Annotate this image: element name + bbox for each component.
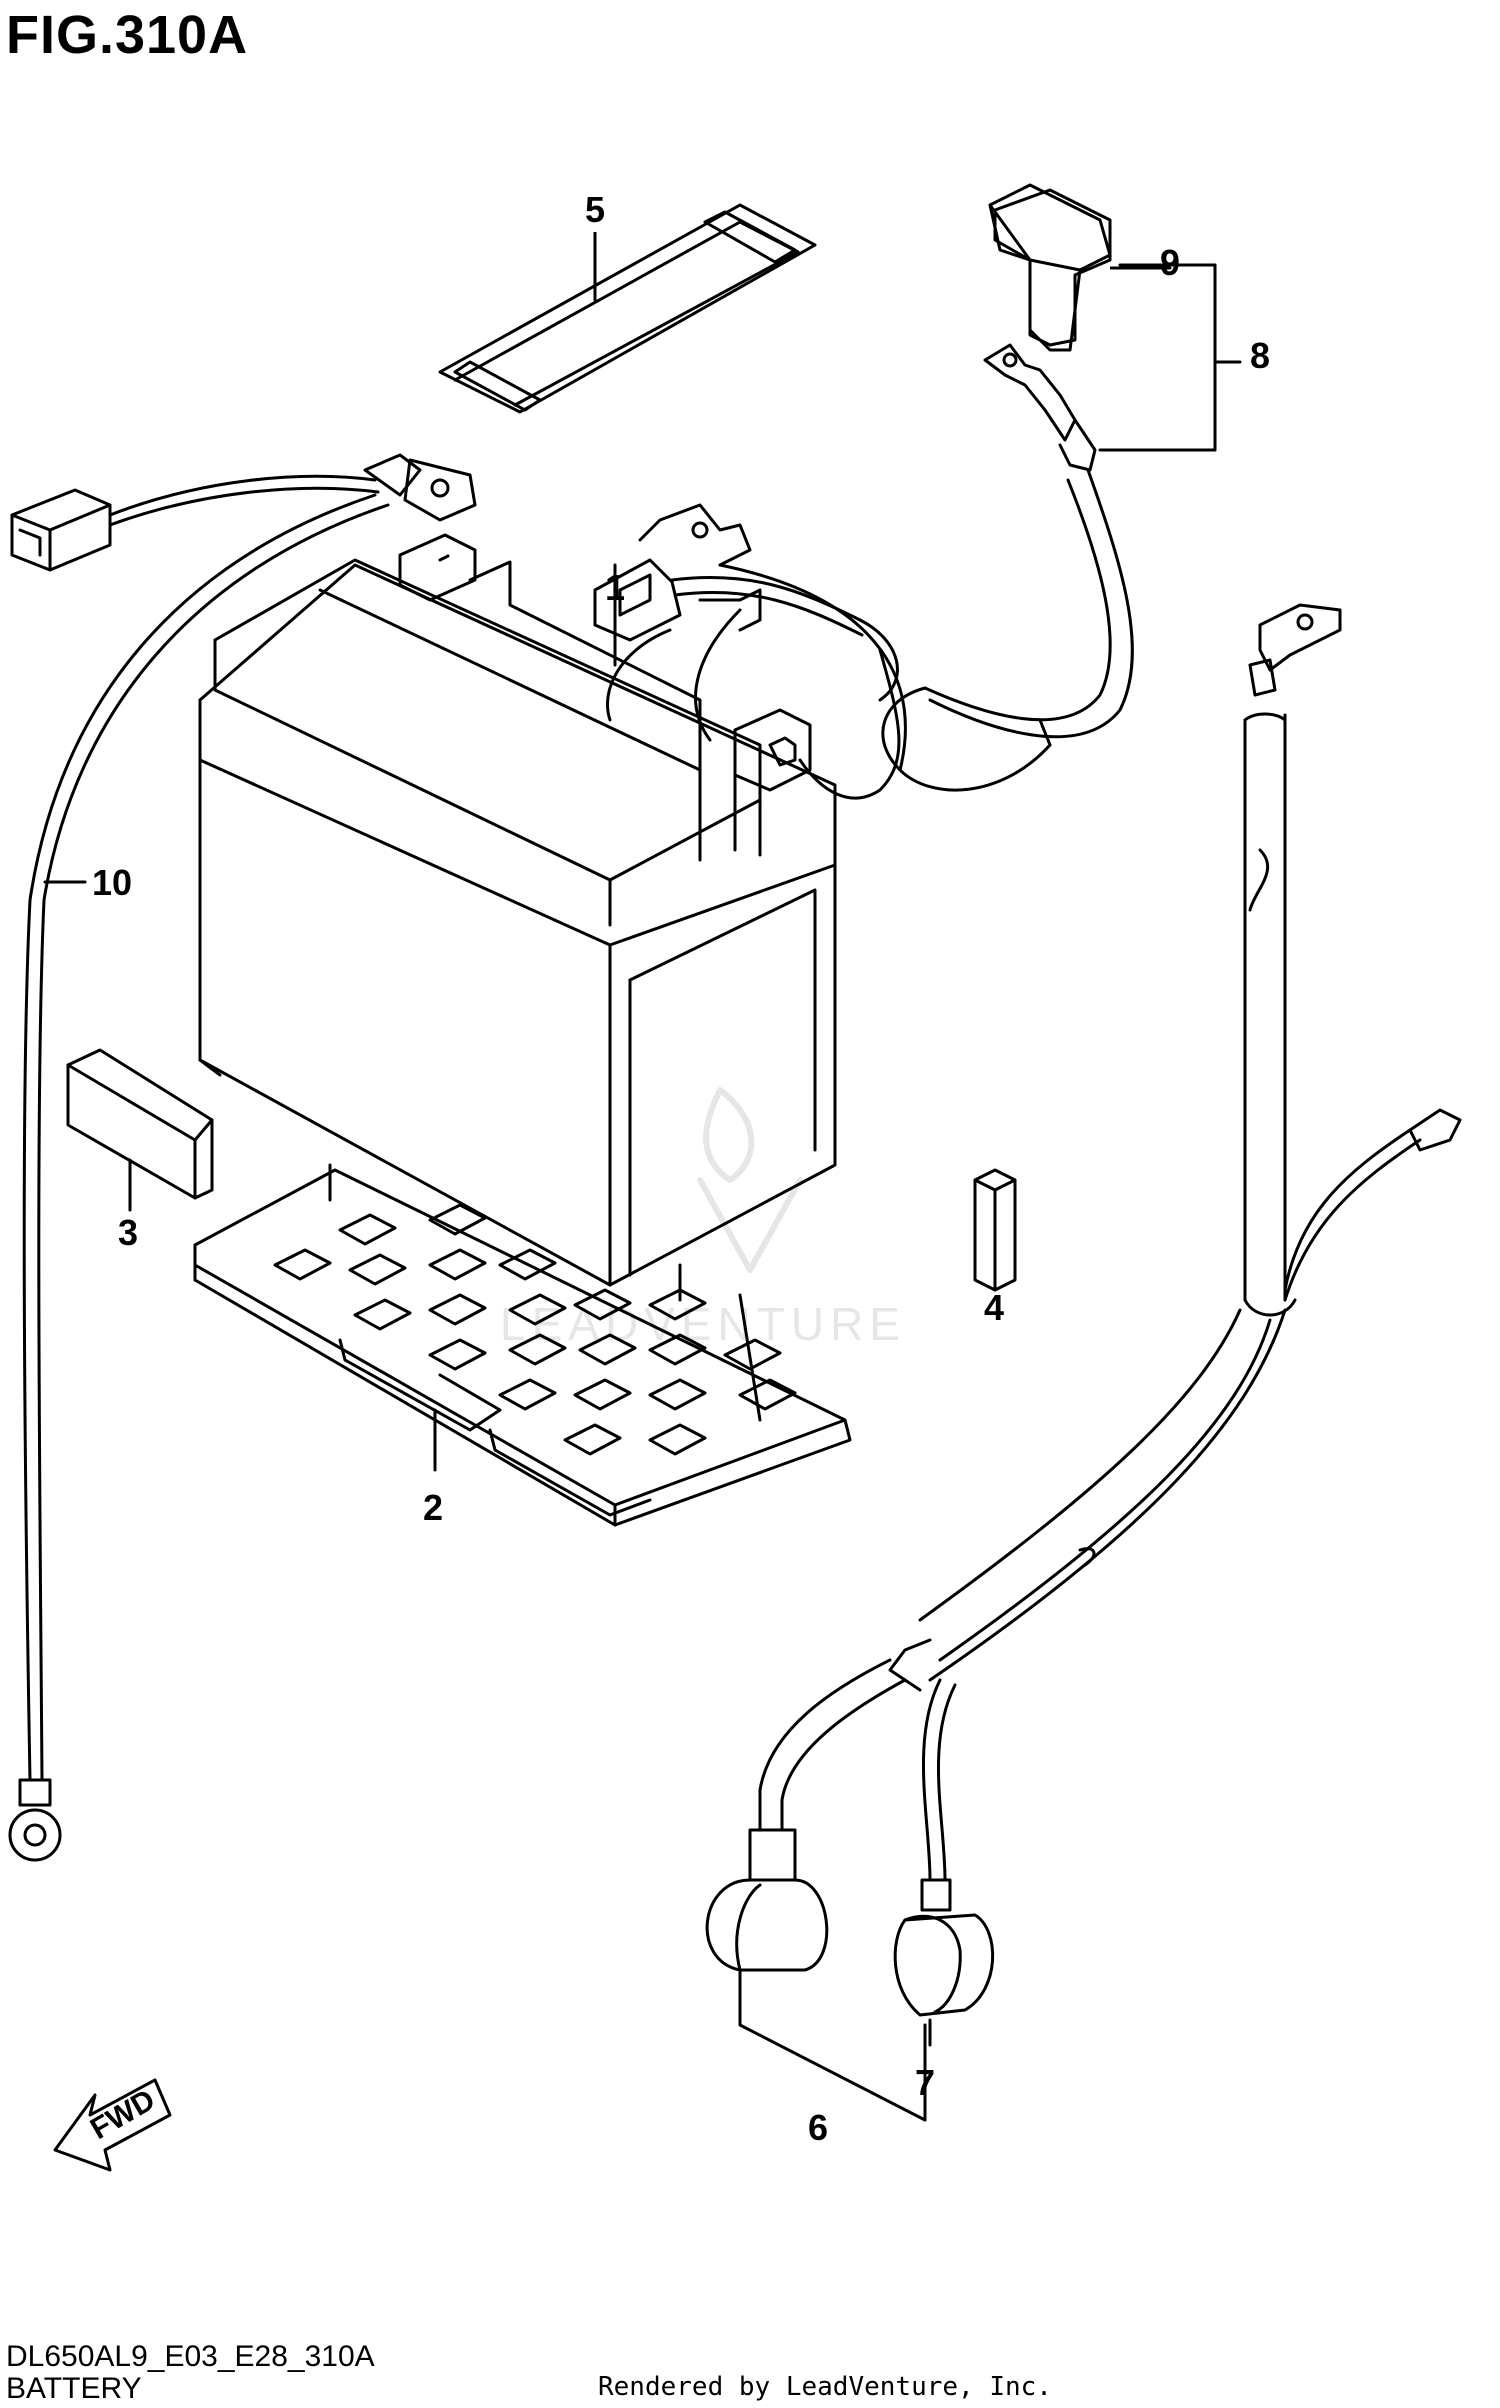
callout-5: 5 (585, 189, 605, 230)
part-8-group-bracket (1098, 263, 1217, 452)
part-8-positive-cable (593, 183, 1134, 800)
parts-diagram: LEADVENTURE (8, 183, 1462, 2172)
fwd-label: FWD (85, 2083, 161, 2146)
callout-7: 7 (915, 2062, 935, 2103)
callout-3: 3 (118, 1212, 138, 1253)
forward-arrow-icon (53, 2078, 172, 2172)
callout-1: 1 (605, 567, 625, 608)
leader-lines (43, 263, 1242, 2122)
callout-4: 4 (984, 1287, 1004, 1328)
model-code: DL650AL9_E03_E28_310A (6, 2340, 375, 2373)
callout-9: 9 (1160, 242, 1180, 283)
part-2-battery-tray (193, 1163, 852, 1527)
watermark-logo (697, 1087, 803, 1273)
part-5-battery-strap (438, 203, 817, 414)
figure-title: FIG.310A (6, 5, 249, 65)
section-name: BATTERY (6, 2372, 142, 2405)
part-9-terminal-cap (993, 188, 1112, 347)
callout-2: 2 (423, 1487, 443, 1528)
part-10-ground-wire (8, 453, 477, 1862)
part-right-harness (705, 603, 1462, 2017)
callout-8: 8 (1250, 335, 1270, 376)
part-3-pad (66, 1048, 214, 1200)
callout-10: 10 (92, 862, 132, 903)
callout-6: 6 (808, 2107, 828, 2148)
rendered-by-credit: Rendered by LeadVenture, Inc. (598, 2372, 1052, 2402)
part-1-battery (198, 533, 837, 1287)
